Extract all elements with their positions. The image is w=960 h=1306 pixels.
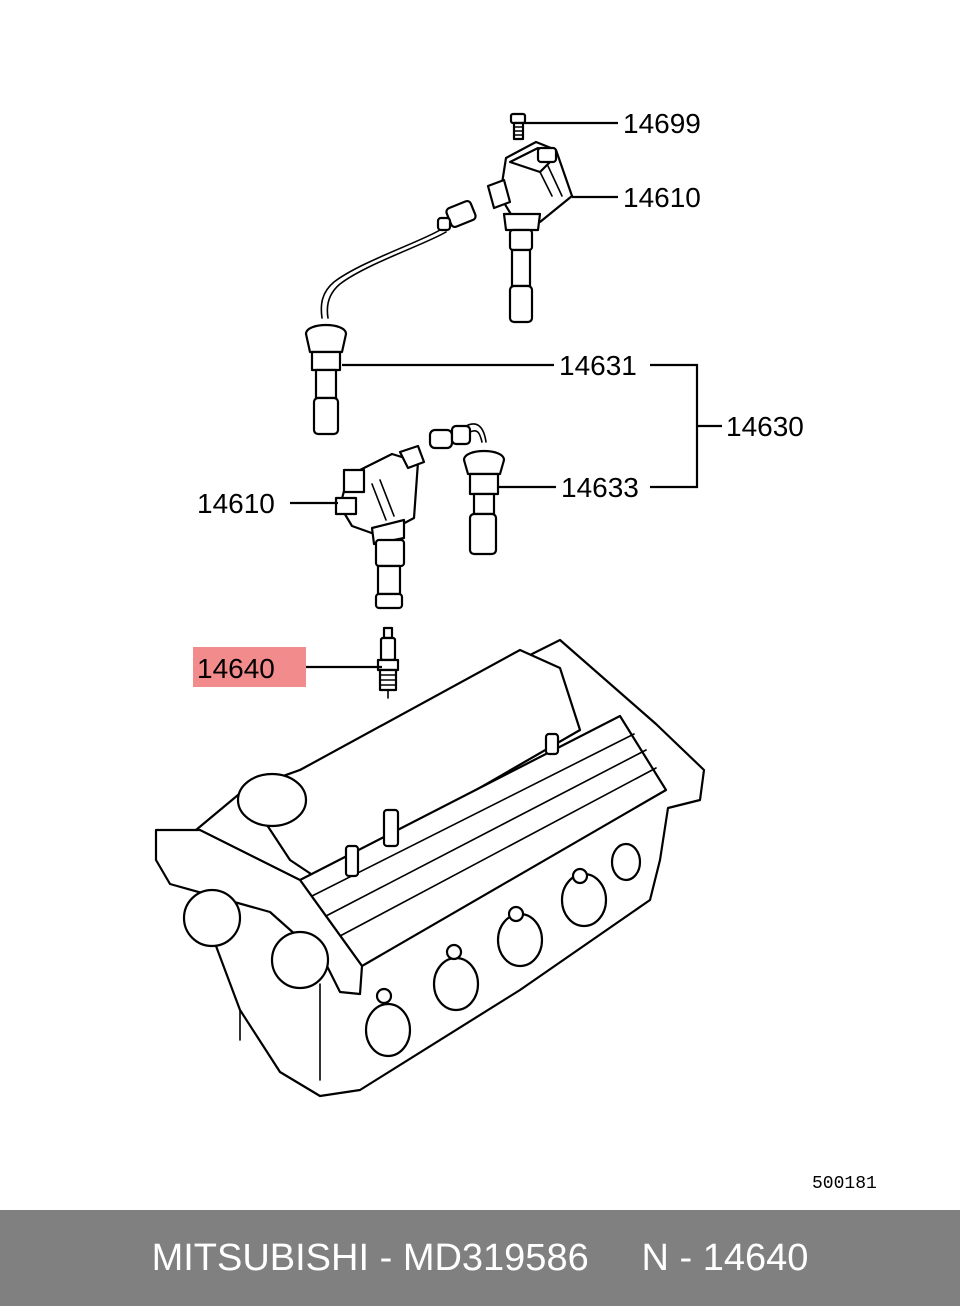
leader-lines [290, 121, 722, 669]
separator: - [668, 1236, 703, 1279]
upper-spark-plug-lead-drawing [304, 199, 477, 436]
callout-bolt: 14699 [623, 108, 701, 139]
callout-lead-lower: 14633 [561, 472, 639, 503]
lower-spark-plug-lead-drawing [428, 423, 506, 556]
part-info-bar: MITSUBISHI - MD319586 N - 14640 [0, 1210, 960, 1306]
figure-number: 500181 [812, 1174, 877, 1194]
ref-prefix: N [641, 1236, 669, 1279]
highlight-box [193, 647, 306, 687]
separator: - [369, 1236, 403, 1279]
lower-ignition-coil-drawing [334, 444, 426, 610]
callout-coil-upper: 14610 [623, 182, 701, 213]
part-number: MD319586 [402, 1236, 589, 1279]
bolt-drawing [509, 112, 527, 141]
upper-ignition-coil-drawing [486, 140, 574, 324]
lead-set-bracket [650, 363, 699, 489]
brand-name: MITSUBISHI [151, 1236, 370, 1279]
cylinder-head-drawing [154, 638, 706, 1098]
ref-number: 14640 [702, 1236, 809, 1279]
parts-diagram: 14699 14610 14631 14630 14633 14610 1464… [154, 108, 877, 1194]
callout-coil-lower: 14610 [197, 488, 275, 519]
spark-plug-drawing [376, 626, 400, 699]
spacer [589, 1237, 642, 1280]
callout-lead-set: 14630 [726, 411, 804, 442]
callout-lead-upper: 14631 [559, 350, 637, 381]
callout-spark-plug[interactable]: 14640 [197, 653, 275, 684]
